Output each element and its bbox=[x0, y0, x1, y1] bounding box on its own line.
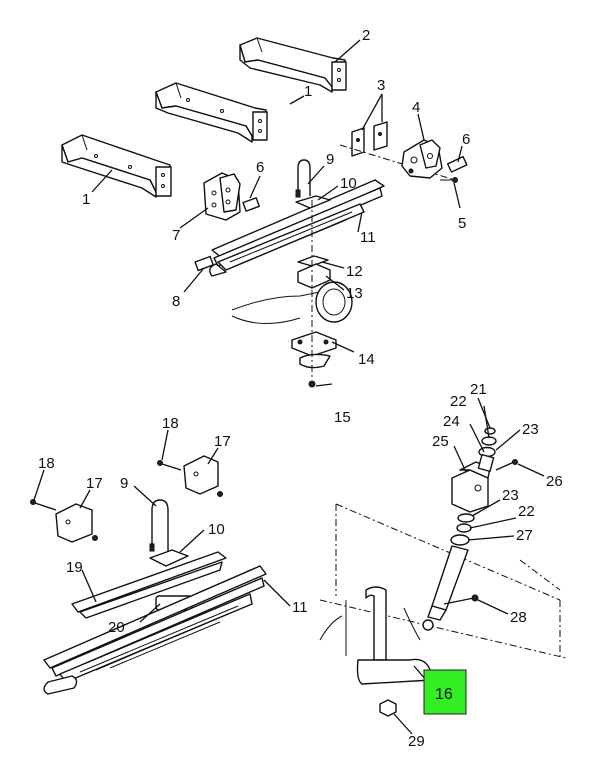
callout-13[interactable]: 13 bbox=[346, 285, 363, 302]
callout-14[interactable]: 14 bbox=[358, 351, 375, 368]
nut-29 bbox=[379, 699, 397, 717]
spring-plate-top bbox=[295, 195, 331, 209]
u-bolt-nut-upper bbox=[308, 200, 316, 388]
callout-29[interactable]: 29 bbox=[408, 733, 425, 750]
lube-fitting bbox=[440, 177, 458, 183]
axle-seat-bracket bbox=[319, 586, 433, 685]
callout-16[interactable]: 16 bbox=[435, 686, 453, 703]
callout-17-lower[interactable]: 17 bbox=[86, 475, 103, 492]
callout-2[interactable]: 2 bbox=[362, 27, 370, 44]
crossmember-middle bbox=[155, 82, 268, 143]
callout-18-upper[interactable]: 18 bbox=[162, 415, 179, 432]
callout-9-upper[interactable]: 9 bbox=[326, 151, 334, 168]
callout-10-upper[interactable]: 10 bbox=[340, 175, 357, 192]
u-bolt-lower bbox=[149, 499, 169, 552]
leader-lines bbox=[33, 39, 545, 735]
callout-15[interactable]: 15 bbox=[334, 409, 351, 426]
shim-plates bbox=[339, 121, 456, 181]
callout-26[interactable]: 26 bbox=[546, 473, 563, 490]
callout-19[interactable]: 19 bbox=[66, 559, 83, 576]
spring-plate-lower bbox=[149, 549, 189, 567]
axle-housing bbox=[231, 281, 353, 325]
callout-22-upper[interactable]: 22 bbox=[450, 393, 467, 410]
callout-22-lower[interactable]: 22 bbox=[518, 503, 535, 520]
spring-pin-upper bbox=[446, 155, 468, 173]
callout-24[interactable]: 24 bbox=[443, 413, 460, 430]
callout-27[interactable]: 27 bbox=[516, 527, 533, 544]
spring-seat-upper bbox=[297, 263, 331, 289]
u-bolt-upper bbox=[295, 159, 311, 198]
callout-25[interactable]: 25 bbox=[432, 433, 449, 450]
callout-11-upper[interactable]: 11 bbox=[360, 229, 376, 246]
spring-hanger-bracket-front bbox=[203, 172, 241, 221]
callout-23-lower[interactable]: 23 bbox=[502, 487, 519, 504]
callout-5[interactable]: 5 bbox=[458, 215, 466, 232]
callout-labels: 2 1 1 3 4 6 5 6 7 8 9 10 11 12 13 14 15 … bbox=[38, 27, 563, 750]
callout-6-left[interactable]: 6 bbox=[256, 159, 264, 176]
frame-rail bbox=[319, 503, 567, 660]
callout-3[interactable]: 3 bbox=[377, 77, 385, 94]
callout-11-lower[interactable]: 11 bbox=[292, 599, 308, 616]
callout-6-right[interactable]: 6 bbox=[462, 131, 470, 148]
callout-4[interactable]: 4 bbox=[412, 99, 420, 116]
callout-28[interactable]: 28 bbox=[510, 609, 527, 626]
leaf-spring-upper bbox=[209, 179, 385, 277]
leaf-spring-lower bbox=[43, 565, 267, 695]
bolt-18-lower bbox=[30, 499, 57, 511]
hanger-bracket-17-upper bbox=[183, 455, 223, 497]
spring-pin-front bbox=[242, 197, 260, 212]
spring-pin-eye bbox=[194, 255, 214, 272]
callout-17-upper[interactable]: 17 bbox=[214, 433, 231, 450]
callout-20[interactable]: 20 bbox=[108, 619, 125, 636]
bolt-26 bbox=[495, 459, 518, 471]
u-bolt-plate-lower bbox=[291, 331, 337, 369]
callout-21[interactable]: 21 bbox=[470, 381, 487, 398]
bolt-28 bbox=[443, 594, 479, 605]
spacer-upper bbox=[297, 255, 329, 267]
callout-10-lower[interactable]: 10 bbox=[208, 521, 225, 538]
bolt-18-upper bbox=[157, 460, 182, 471]
hanger-bracket-17-lower bbox=[55, 503, 98, 543]
helper-spring bbox=[71, 551, 227, 619]
callout-7[interactable]: 7 bbox=[172, 227, 180, 244]
callout-12[interactable]: 12 bbox=[346, 263, 363, 280]
spring-hanger-bracket-upper bbox=[401, 139, 443, 179]
callout-1-front[interactable]: 1 bbox=[82, 191, 90, 208]
callout-16-highlight[interactable]: 16 bbox=[423, 669, 467, 715]
callout-8[interactable]: 8 bbox=[172, 293, 180, 310]
callout-9-lower[interactable]: 9 bbox=[120, 475, 128, 492]
callout-1-middle[interactable]: 1 bbox=[304, 83, 312, 100]
callout-23-upper[interactable]: 23 bbox=[522, 421, 539, 438]
crossmember-rear bbox=[239, 37, 347, 93]
crossmember-front bbox=[61, 134, 172, 198]
callout-18-lower[interactable]: 18 bbox=[38, 455, 55, 472]
shock-absorber bbox=[422, 545, 469, 631]
washer-stack-upper bbox=[477, 427, 497, 473]
